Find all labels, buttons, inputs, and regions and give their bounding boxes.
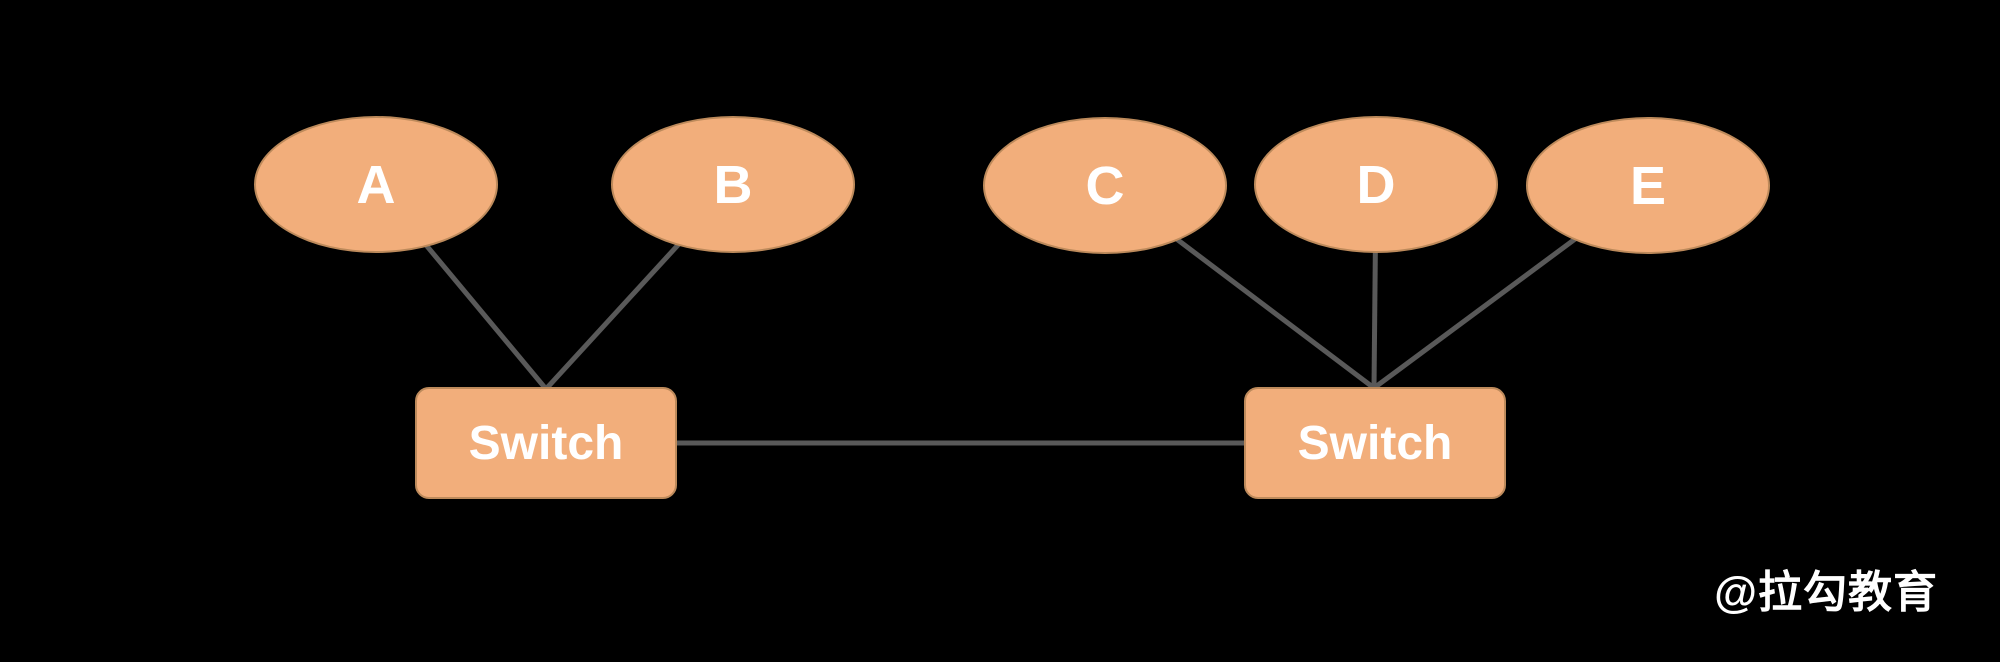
node-host-c: C — [983, 117, 1227, 254]
node-label: A — [356, 154, 396, 215]
node-label: Switch — [1297, 416, 1453, 470]
node-label: B — [713, 154, 753, 215]
node-host-d: D — [1254, 116, 1498, 253]
node-label: Switch — [468, 416, 624, 470]
watermark-text: @拉勾教育 — [1714, 568, 1938, 617]
node-label: E — [1629, 155, 1667, 216]
node-label: C — [1085, 155, 1125, 216]
node-host-a: A — [254, 116, 498, 253]
node-host-b: B — [611, 116, 855, 253]
node-label: D — [1356, 154, 1396, 215]
node-switch-right: Switch — [1244, 387, 1506, 499]
node-host-e: E — [1526, 117, 1770, 254]
node-switch-left: Switch — [415, 387, 677, 499]
